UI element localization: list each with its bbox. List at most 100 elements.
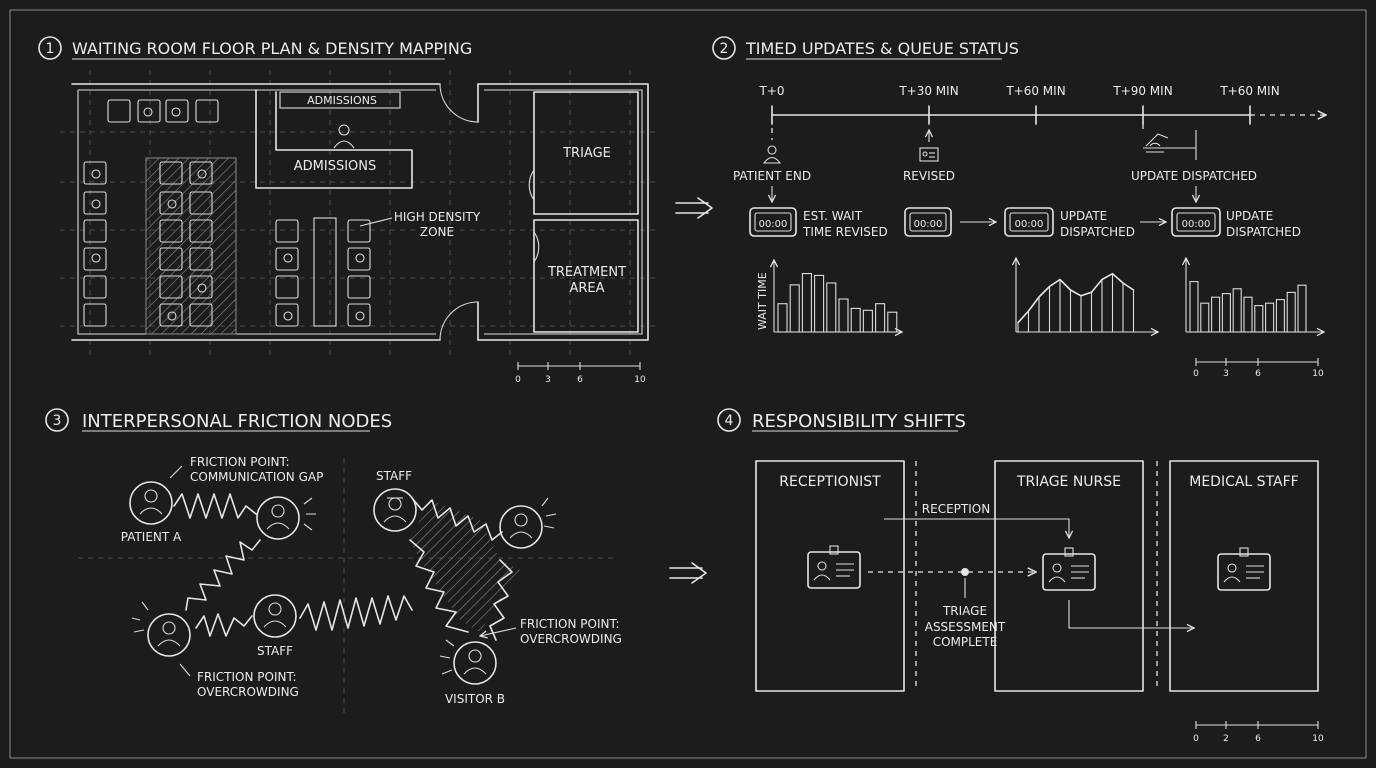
id-badge-icon [1217,547,1271,591]
triage-label: TRIAGE [562,146,611,161]
receptionist-label: RECEPTIONIST [779,474,881,490]
triage-assessment-label: TRIAGE [942,604,987,618]
bar [789,284,800,333]
wait-time-area-chart [1016,258,1158,332]
svg-text:00:00: 00:00 [759,219,788,230]
chair [347,219,371,243]
bar [1211,296,1221,333]
medical-handoff-arrow [1068,600,1194,628]
triage-nurse-panel [994,460,1144,692]
chair [83,303,107,327]
id-badge-icon [1042,547,1096,591]
chair [137,99,161,123]
bar [826,282,837,333]
bar [801,272,812,333]
treatment-label: TREATMENT [547,265,626,280]
bar [875,303,886,333]
bar [1286,291,1296,333]
medical-staff-label: MEDICAL STAFF [1189,474,1298,490]
inner-wall [77,89,643,335]
scale-tick-label: 2 [1223,734,1229,744]
high-density-label: HIGH DENSITY [394,210,481,224]
badge-icon [919,147,939,162]
section-number: 2 [720,41,729,57]
chair [83,275,107,299]
friction-line [411,497,503,541]
person-node-staff-top [373,488,417,532]
reception-handoff-label: RECEPTION [922,502,990,516]
update-label: DISPATCHED [1226,225,1301,239]
section-number-badge [717,408,741,432]
scale-tick-label: 0 [515,375,521,385]
person-node-left [131,601,191,657]
seated-person [355,311,365,321]
visitor-b-label: VISITOR B [445,692,505,706]
section-title: TIMED UPDATES & QUEUE STATUS [745,39,1019,58]
flow-arrow-right [669,562,707,584]
friction-point-label: OVERCROWDING [520,632,622,646]
chair [189,275,213,299]
clock-icon: 00:00 [904,207,952,237]
staff-label: STAFF [376,469,412,483]
svg-text:00:00: 00:00 [1015,219,1044,230]
section-number: 1 [46,41,55,57]
update-label: UPDATE [1060,209,1107,223]
scale-tick-label: 10 [1312,734,1324,744]
patient-end-label: PATIENT END [733,169,811,183]
outer-wall [71,83,649,341]
seated-person [171,107,181,117]
friction-line [299,595,413,631]
chair [159,161,183,185]
seated-person [167,311,177,321]
seating-chairs [83,99,371,327]
friction-line [173,493,257,519]
timeline-tick-label: T+0 [758,84,784,98]
seated-person [197,283,207,293]
scale-tick-label: 10 [634,375,646,385]
chair [347,247,371,271]
dispatch-icon [1145,133,1169,153]
seated-person [91,199,101,209]
seated-person [91,169,101,179]
staff-person-icon [333,124,355,149]
person-node-friction [499,497,557,549]
timeline-tick-label: T+60 MIN [1005,84,1065,98]
friction-line [195,613,253,637]
queue-bar-chart [1186,258,1324,332]
chair [189,247,213,271]
floor-plan: TRIAGE TREATMENT AREA ADMISSIONS ADMISSI… [60,70,660,385]
chair [83,161,107,185]
seated-person [91,253,101,263]
friction-point-label: COMMUNICATION GAP [190,470,323,484]
friction-point-label: FRICTION POINT: [520,617,620,631]
svg-text:00:00: 00:00 [914,219,943,230]
section-1-header: 1 WAITING ROOM FLOOR PLAN & DENSITY MAPP… [38,36,472,60]
est-wait-label: TIME REVISED [802,225,888,239]
bar [1221,293,1231,333]
bar [1189,281,1199,333]
chair [275,247,299,271]
revised-label: REVISED [903,169,955,183]
chair [275,219,299,243]
section-number-badge [45,408,69,432]
chair [347,275,371,299]
timeline-tick-label: T+60 MIN [1219,84,1279,98]
chair [159,247,183,271]
chair [195,99,219,123]
wait-time-bar-chart: WAIT TIME [756,260,902,332]
timeline-tick-label: T+30 MIN [898,84,958,98]
section-number-badge [712,36,736,60]
timeline-tick-label: T+90 MIN [1112,84,1172,98]
seated-person [197,169,207,179]
section-4-header: 4 RESPONSIBILITY SHIFTS [717,408,966,432]
section-title: INTERPERSONAL FRICTION NODES [82,411,392,432]
bar [887,311,898,333]
friction-point-label: FRICTION POINT: [190,455,290,469]
triage-assessment-label: ASSESSMENT [925,620,1006,634]
bench [313,217,337,327]
patient-a-label: PATIENT A [121,530,182,544]
receptionist-panel [755,460,905,692]
bar [1232,288,1242,333]
seated-person [283,253,293,263]
